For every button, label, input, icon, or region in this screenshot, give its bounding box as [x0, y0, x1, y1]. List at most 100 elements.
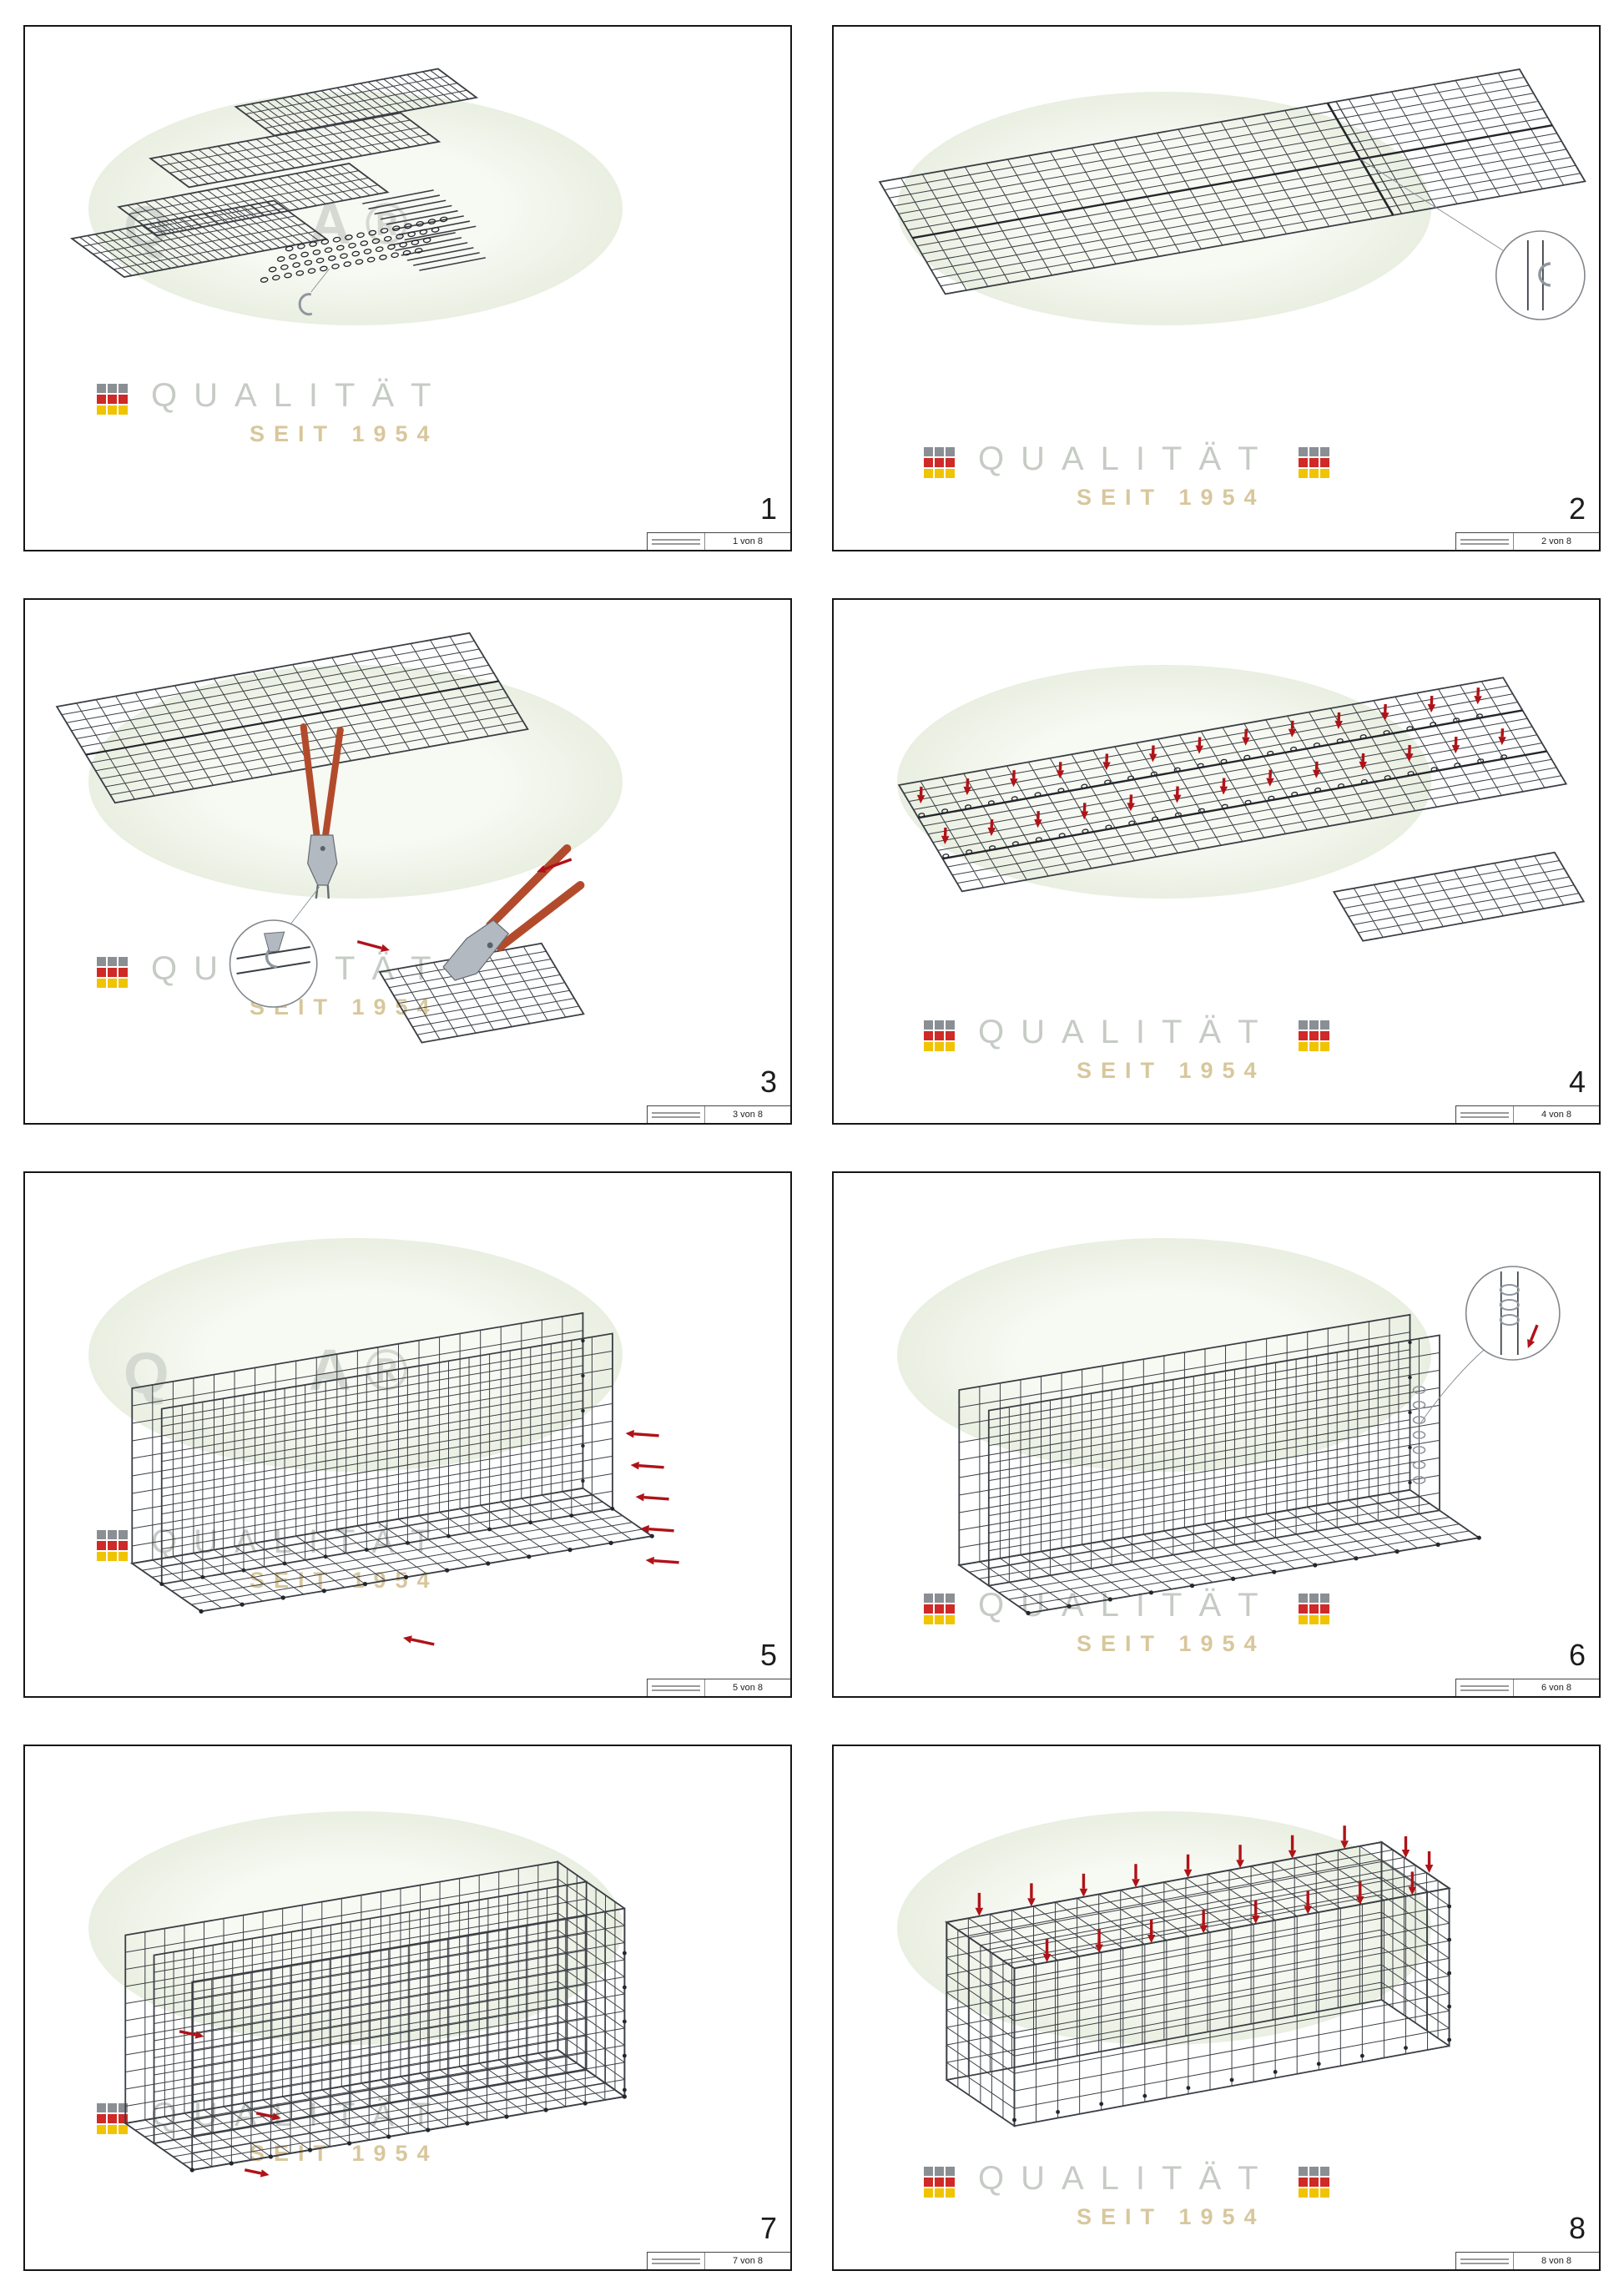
mesh-grid-border	[149, 112, 441, 189]
clip-dots-row	[1408, 1340, 1412, 1485]
spiral-row	[268, 237, 431, 273]
leader-line	[1419, 1346, 1489, 1426]
quality-seal-icon	[924, 447, 955, 478]
mesh-grid	[71, 200, 327, 278]
red-arrow-icon	[1427, 696, 1436, 713]
watermark-since-text: SEIT 1954	[1077, 485, 1266, 510]
step-panel-1: Q A ® QUALITÄT SEIT 1954 1 1 von 8	[23, 25, 792, 551]
red-arrow-icon	[625, 1429, 659, 1438]
mesh-grid	[557, 1861, 625, 2097]
red-arrow-icon	[402, 1635, 435, 1646]
step-number: 6	[1568, 1638, 1586, 1672]
page-count: 5 von 8	[732, 1683, 764, 1693]
red-arrow-icon	[630, 1461, 664, 1470]
spiral-row	[942, 754, 1507, 858]
quality-seal-icon	[1298, 1020, 1329, 1051]
mesh-grid-border	[1332, 851, 1586, 942]
red-arrow-icon	[1195, 737, 1204, 754]
mesh-grid	[898, 677, 1567, 892]
pliers-pivot	[320, 846, 325, 851]
clip-dots-row	[622, 1951, 627, 2092]
pliers-jaw-icon	[263, 931, 285, 953]
wire-line	[912, 124, 1553, 239]
leader-line	[310, 268, 330, 293]
red-arrow-icon	[640, 1524, 674, 1533]
red-arrow-icon	[1236, 1845, 1244, 1869]
step-drawing	[129, 1312, 679, 1646]
watermark-strip: QUALITÄT SEIT 1954	[97, 377, 448, 447]
clip-dots-row	[1012, 2046, 1408, 2122]
red-arrow-icon	[1527, 1324, 1539, 1348]
quality-seal-icon	[1298, 1594, 1329, 1624]
red-arrow-icon	[916, 786, 925, 803]
pliers-pivot	[487, 942, 493, 949]
red-arrow-icon	[1080, 803, 1089, 820]
quality-seal-icon	[1298, 447, 1329, 478]
wire-line	[315, 884, 319, 899]
page-count: 7 von 8	[732, 2256, 764, 2266]
red-arrow-icon	[1359, 753, 1367, 770]
red-arrow-icon	[1034, 811, 1042, 828]
red-arrow-icon	[1251, 1900, 1260, 1924]
watermark-ellipse	[88, 1811, 623, 2045]
red-arrow-icon	[1199, 1910, 1208, 1934]
pliers-handle-icon	[496, 881, 585, 951]
step-drawing	[878, 68, 1586, 320]
title-block-micro	[1456, 1106, 1514, 1123]
title-block-micro	[648, 533, 705, 550]
red-arrow-icon	[1405, 744, 1414, 762]
red-arrow-icon	[1079, 1873, 1088, 1897]
step-drawing	[956, 1266, 1561, 1615]
quality-seal-icon	[97, 957, 128, 988]
detail-circle	[1495, 230, 1586, 320]
red-arrow-icon	[635, 1493, 669, 1502]
watermark: QUALITÄT SEIT 1954	[834, 1173, 1599, 1696]
watermark-ellipse	[88, 92, 623, 325]
red-arrow-icon	[1242, 728, 1250, 746]
step-panel-7: QUALITÄT SEIT 1954 7 7 von 8	[23, 1745, 792, 2271]
clip-dots-row	[159, 1507, 615, 1586]
spiral-coil-icon	[1412, 1386, 1426, 1484]
spiral-coil-icon	[1499, 1314, 1520, 1326]
title-block-micro	[648, 1106, 705, 1123]
watermark-since-text: SEIT 1954	[1077, 1058, 1266, 1083]
red-arrow-row	[975, 1825, 1349, 1916]
red-arrow-icon	[1334, 712, 1343, 729]
wire-line	[1326, 102, 1395, 216]
mesh-grid	[154, 1881, 588, 2144]
red-arrow-icon	[1288, 1835, 1297, 1859]
c-clip-icon	[298, 293, 313, 316]
step-number: 4	[1568, 1065, 1586, 1099]
red-arrow-icon	[1401, 1836, 1410, 1858]
clip-dots-row	[199, 1533, 654, 1614]
red-arrow-icon	[356, 939, 390, 952]
red-arrow-icon	[1010, 770, 1018, 788]
step-panel-8: QUALITÄT SEIT 1954 8 8 von 8	[832, 1745, 1601, 2271]
red-arrow-icon	[987, 819, 996, 837]
step-drawing	[55, 632, 585, 1044]
red-arrow-icon	[1102, 753, 1111, 771]
step-drawing	[69, 68, 487, 316]
page-count: 6 von 8	[1541, 1683, 1572, 1693]
red-arrow-icon	[1183, 1854, 1193, 1878]
red-arrow-icon	[645, 1556, 679, 1565]
quality-seal-icon	[97, 384, 128, 415]
red-arrow-icon	[1027, 1883, 1036, 1907]
watermark-brand-fragment: Q	[124, 1341, 169, 1406]
spiral-coil-icon	[1499, 1299, 1520, 1311]
step-number: 1	[759, 491, 777, 526]
step-number: 8	[1568, 2211, 1586, 2245]
step-number: 2	[1568, 491, 1586, 526]
leader-line	[1360, 159, 1503, 251]
mesh-grid	[124, 1861, 558, 2124]
pliers-handle-icon	[321, 727, 344, 840]
red-arrow-icon	[975, 1892, 984, 1916]
quality-seal-icon	[924, 1594, 955, 1624]
red-arrow-icon	[1355, 1881, 1364, 1905]
title-block: 1 von 8	[647, 532, 790, 550]
watermark-strip: QUALITÄT SEIT 1954	[924, 441, 1329, 511]
mesh-grid-border	[131, 1312, 584, 1565]
title-block-micro	[1456, 533, 1514, 550]
spiral-row	[276, 227, 440, 262]
watermark: QUALITÄT SEIT 1954	[25, 600, 790, 1123]
